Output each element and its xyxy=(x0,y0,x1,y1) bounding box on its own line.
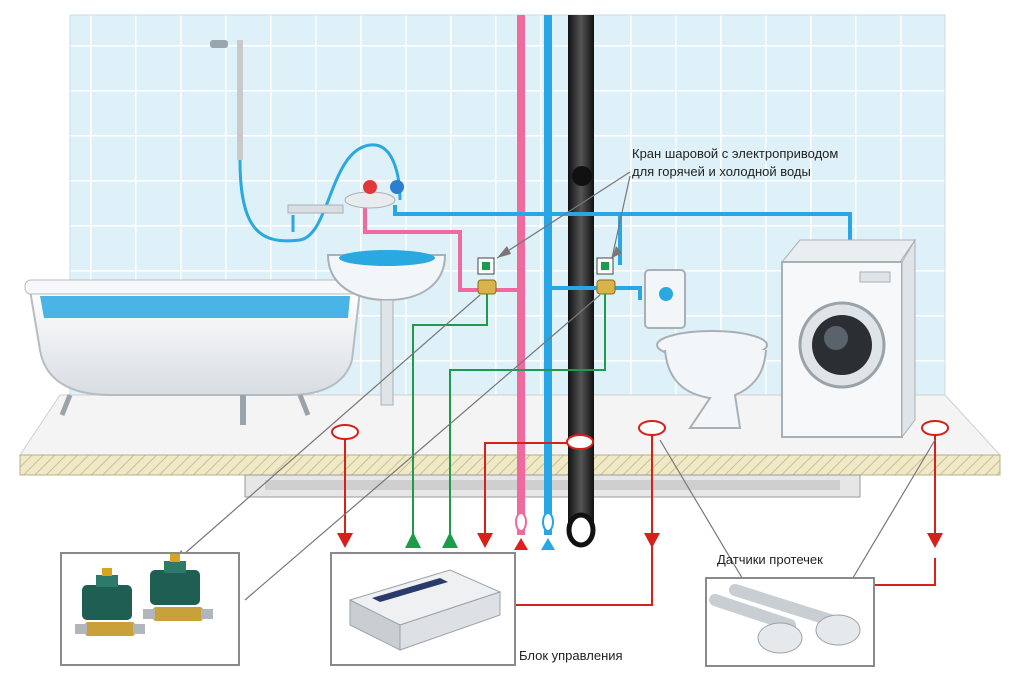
control-unit-box xyxy=(330,552,516,666)
valves-photo-box xyxy=(60,552,240,666)
valve-label-line1: Кран шаровой с электроприводом xyxy=(632,146,839,161)
cold-inflow-arrow xyxy=(541,538,555,550)
sensor-device-2 xyxy=(729,584,861,646)
valve-hot xyxy=(477,257,497,295)
sensor-arrows xyxy=(337,533,943,548)
sink xyxy=(326,250,447,406)
hot-water-riser xyxy=(517,15,525,535)
bathtub xyxy=(24,279,366,425)
control-unit-device xyxy=(348,569,502,651)
floor-slab xyxy=(19,394,1002,498)
leak-sensor-riser xyxy=(566,434,594,450)
valve-wires xyxy=(412,294,606,535)
valve-wire-arrows xyxy=(405,532,458,548)
leak-sensor-bath xyxy=(331,424,359,440)
leak-sensor-toilet xyxy=(638,420,666,436)
motorized-valve-1 xyxy=(75,568,145,636)
valve-label-line2: для горячей и холодной воды xyxy=(632,164,811,179)
cold-water-riser xyxy=(544,15,552,535)
sensors-photo-box xyxy=(705,577,875,667)
drain-riser xyxy=(568,15,594,535)
shower xyxy=(210,40,404,243)
sensor-wires xyxy=(344,434,936,606)
leak-sensors xyxy=(331,420,949,450)
toilet xyxy=(644,269,768,429)
washing-machine xyxy=(780,238,916,439)
control-unit-label: Блок управления xyxy=(519,648,623,663)
motorized-valve-2 xyxy=(143,554,213,621)
hot-inflow-arrow xyxy=(514,538,528,550)
valve-cold xyxy=(596,257,616,295)
leak-sensor-washer xyxy=(921,420,949,436)
sensor-device-1 xyxy=(709,594,803,654)
sensors-label: Датчики протечек xyxy=(717,552,823,567)
